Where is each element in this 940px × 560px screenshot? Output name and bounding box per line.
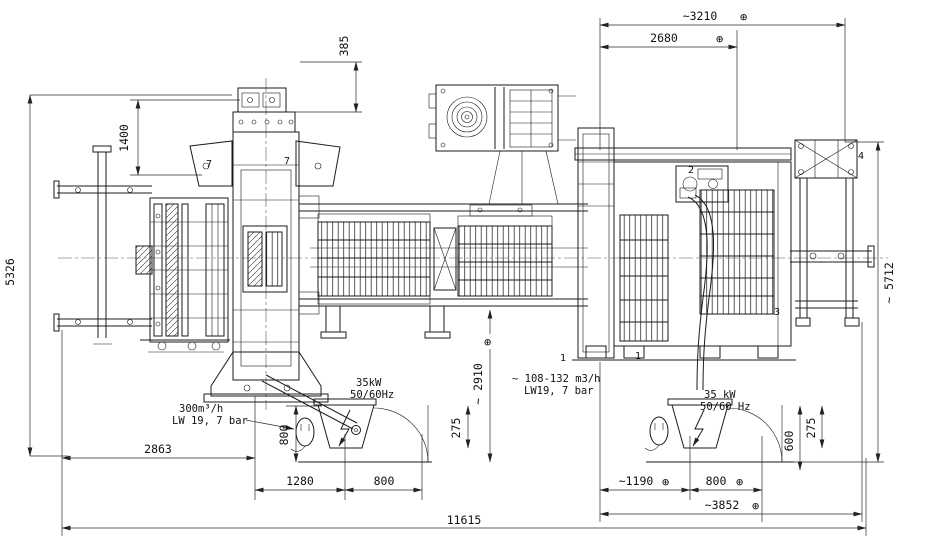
dim-2910: ~ 2910 bbox=[471, 363, 485, 405]
door-swing-arc bbox=[727, 407, 783, 463]
dim-2863: 2863 bbox=[144, 442, 172, 456]
datum-target-icon: ⊕ bbox=[484, 335, 491, 349]
moving-platen-assembly bbox=[135, 197, 230, 353]
callout-1-a: 1 bbox=[560, 353, 566, 364]
dim-5326: 5326 bbox=[3, 258, 17, 286]
datum-target-icon: ⊕ bbox=[736, 475, 743, 489]
dim-600: 600 bbox=[782, 431, 796, 452]
air-note-mid-line1: ~ 108-132 m3/h bbox=[512, 373, 601, 385]
datum-target-icon: ⊕ bbox=[740, 10, 747, 24]
dim-800-bottom-left: 800 bbox=[374, 474, 395, 488]
dim-1400: 1400 bbox=[117, 124, 131, 152]
drain-hose bbox=[679, 187, 715, 391]
power-note-right-line2: 50/60 Hz bbox=[700, 401, 751, 413]
callout-4: 4 bbox=[858, 151, 864, 162]
callout-1-b: 1 bbox=[635, 351, 641, 362]
callout-7-left: 7 bbox=[206, 159, 212, 170]
datum-target-icon: ⊕ bbox=[716, 32, 723, 46]
dim-3852: ~3852 bbox=[705, 498, 740, 512]
dim-5712: ~ 5712 bbox=[882, 262, 896, 304]
dim-800-bottom-right: 800 bbox=[706, 474, 727, 488]
dim-11615: 11615 bbox=[447, 513, 482, 527]
air-note-left-line1: 300m³/h bbox=[179, 403, 223, 415]
left-outrigger-frame bbox=[53, 145, 152, 345]
callout-3: 3 bbox=[774, 307, 780, 318]
callout-7-right: 7 bbox=[284, 156, 290, 167]
service-drop-right bbox=[644, 398, 794, 463]
lightning-icon bbox=[692, 409, 705, 447]
service-drop-left bbox=[261, 374, 432, 463]
dim-800-vert-left: 800 bbox=[277, 425, 291, 446]
dim-385: 385 bbox=[337, 36, 351, 57]
dim-2680: 2680 bbox=[650, 31, 678, 45]
datum-target-icon: ⊕ bbox=[662, 475, 669, 489]
air-coupling-icon bbox=[295, 417, 315, 447]
filter-stack-left bbox=[317, 213, 431, 305]
dim-3210: ~3210 bbox=[683, 9, 718, 23]
lightning-icon bbox=[338, 409, 351, 447]
dim-275-right: 275 bbox=[804, 418, 818, 439]
filter-stack-right bbox=[457, 204, 553, 297]
drive-housing bbox=[572, 127, 796, 361]
coupling-block bbox=[433, 227, 457, 291]
dim-275-left: 275 bbox=[449, 418, 463, 439]
power-note-left-line2: 50/60Hz bbox=[350, 389, 394, 401]
annotation-notes: 35kW 50/60Hz 300m³/h LW 19, 7 bar ~ 108-… bbox=[172, 373, 751, 427]
air-coupling-icon bbox=[649, 416, 669, 446]
part-callouts: 7 7 1 1 2 3 4 bbox=[206, 151, 864, 364]
dimension-lines bbox=[27, 22, 881, 531]
air-note-left-line2: LW 19, 7 bar bbox=[172, 415, 248, 427]
datum-backing bbox=[483, 334, 497, 349]
right-end-frame bbox=[790, 139, 875, 327]
clamp-column-assembly bbox=[189, 87, 341, 403]
dim-1280: 1280 bbox=[286, 474, 314, 488]
dim-1190: ~1190 bbox=[619, 474, 654, 488]
power-note-left-line1: 35kW bbox=[356, 377, 382, 389]
datum-target-icon: ⊕ bbox=[752, 499, 759, 513]
power-note-right-line1: 35 kW bbox=[704, 389, 736, 401]
air-note-mid-line2: LW19, 7 bar bbox=[524, 385, 594, 397]
dimension-labels: ~3210 ⊕ 2680 ⊕ 385 1400 5326 ~ 5712 ⊕ ~ … bbox=[3, 9, 896, 527]
door-swing-arc bbox=[373, 407, 429, 463]
top-coil-unit bbox=[428, 84, 576, 205]
callout-2: 2 bbox=[688, 165, 694, 176]
